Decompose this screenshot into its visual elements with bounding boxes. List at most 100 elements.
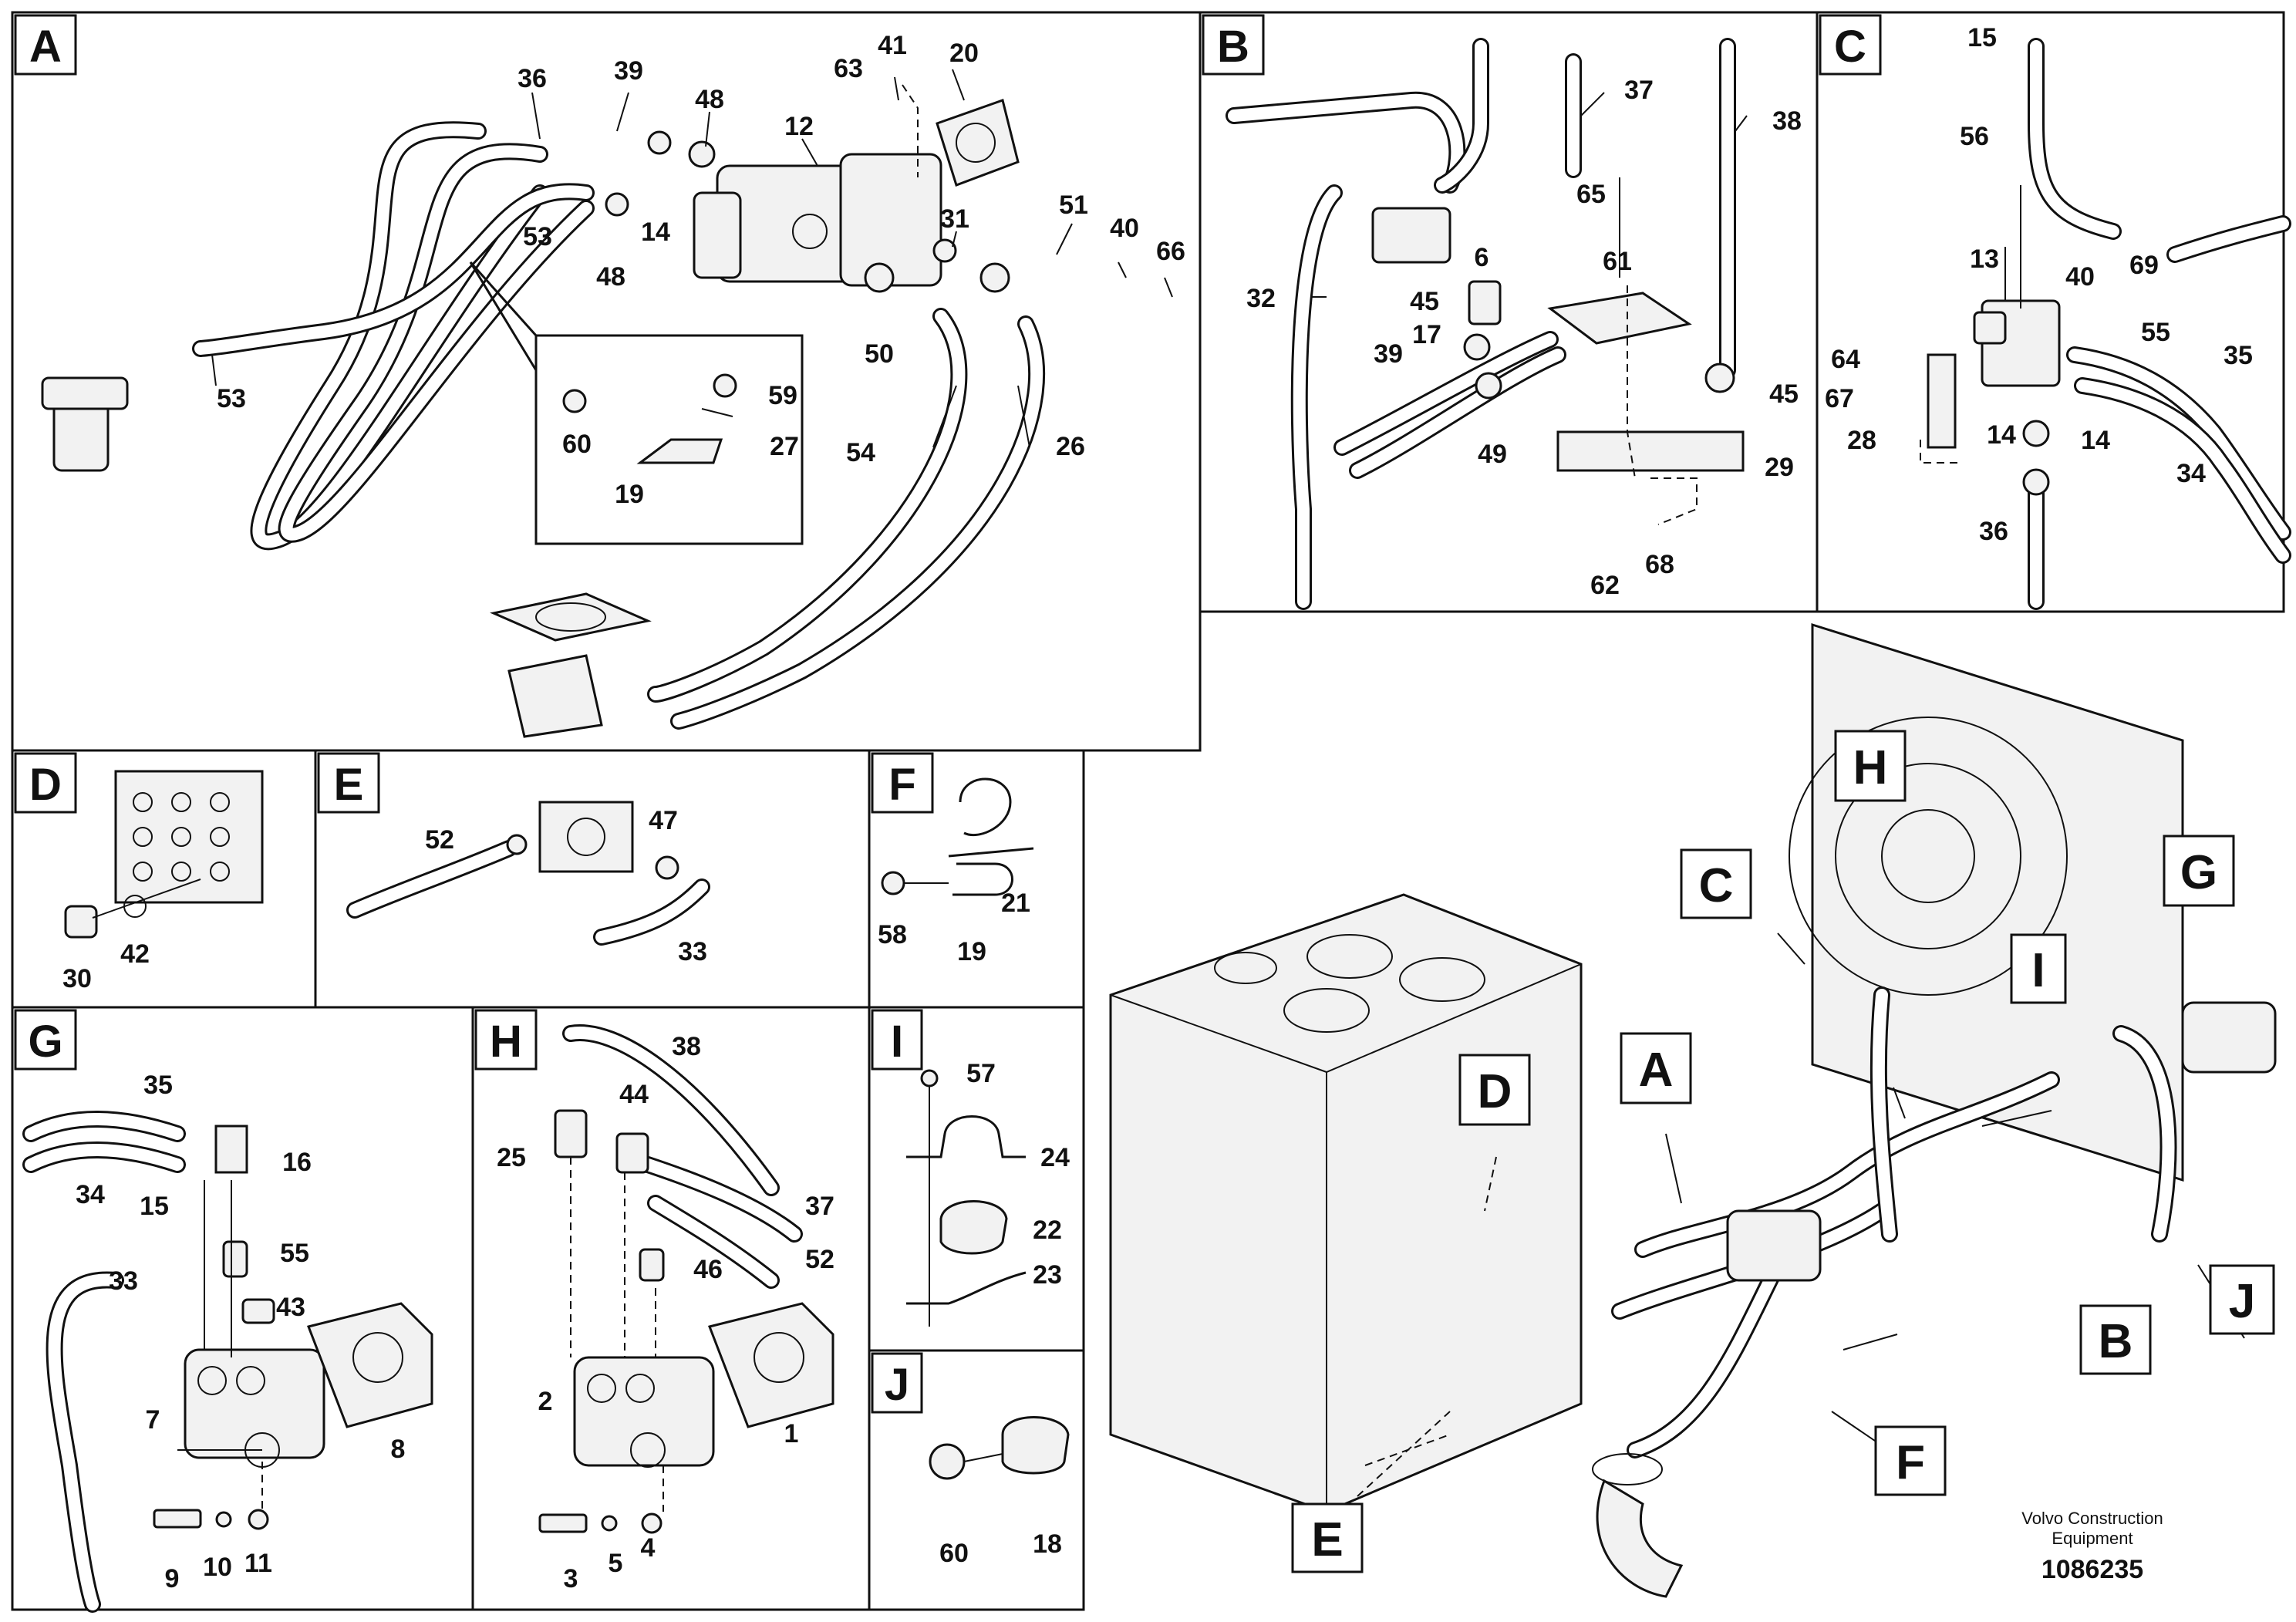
part-label: 50 xyxy=(865,339,894,369)
svg-text:D: D xyxy=(29,760,62,810)
part-label: 42 xyxy=(120,939,150,969)
overview-artwork xyxy=(1109,622,2277,1598)
part-label: 64 xyxy=(1831,345,1860,374)
part-label: 48 xyxy=(596,262,625,292)
part-label: 30 xyxy=(62,964,92,993)
detail-inset xyxy=(534,334,804,545)
part-label: 35 xyxy=(143,1071,173,1100)
svg-text:I: I xyxy=(891,1017,903,1067)
panel-e-frame xyxy=(314,749,871,1009)
part-label: 53 xyxy=(217,384,246,413)
callout-d: D xyxy=(1458,1054,1531,1126)
callout-g: G xyxy=(2163,835,2235,907)
part-label: 40 xyxy=(2065,262,2095,292)
part-label: 66 xyxy=(1156,237,1185,266)
svg-text:H: H xyxy=(490,1017,522,1067)
part-label: 63 xyxy=(834,54,863,83)
panel-b-artwork xyxy=(1226,38,1748,610)
part-label: 32 xyxy=(1246,284,1276,313)
part-label: 56 xyxy=(1960,122,1989,151)
svg-text:F: F xyxy=(1896,1436,1925,1489)
part-label: 47 xyxy=(649,806,678,835)
part-label: 15 xyxy=(1967,23,1997,52)
part-label: 19 xyxy=(957,937,986,966)
svg-text:B: B xyxy=(2099,1315,2133,1368)
part-label: 24 xyxy=(1040,1143,1070,1172)
part-label: 54 xyxy=(846,438,875,467)
part-label: 1 xyxy=(784,1419,799,1448)
panel-i-artwork xyxy=(906,1069,1027,1327)
part-label: 2 xyxy=(538,1387,553,1416)
part-label: 26 xyxy=(1056,432,1085,461)
part-label: 28 xyxy=(1847,426,1876,455)
part-label: 33 xyxy=(109,1266,138,1296)
part-label: 5 xyxy=(609,1549,623,1578)
part-label: 7 xyxy=(146,1405,160,1435)
part-label: 58 xyxy=(878,920,907,949)
part-label: 12 xyxy=(784,112,814,141)
part-label: 65 xyxy=(1576,180,1606,209)
svg-text:A: A xyxy=(29,22,62,72)
part-label: 4 xyxy=(641,1533,656,1563)
part-label: 69 xyxy=(2129,251,2159,280)
callout-b: B xyxy=(2079,1304,2152,1375)
document-number: 1086235 xyxy=(2041,1555,2143,1584)
part-label: 17 xyxy=(1412,320,1441,349)
part-label: 55 xyxy=(2141,318,2170,347)
part-label: 22 xyxy=(1033,1216,1062,1245)
svg-text:H: H xyxy=(1853,741,1888,794)
part-label: 36 xyxy=(518,64,547,93)
part-label: 20 xyxy=(949,39,979,68)
corner-label-j: J xyxy=(871,1352,923,1414)
panel-c-labels: 15 56 13 40 69 64 67 55 35 28 14 14 34 3… xyxy=(1825,23,2253,546)
part-label: 39 xyxy=(1374,339,1403,369)
part-label: 31 xyxy=(940,204,969,234)
part-label: 34 xyxy=(2176,459,2206,488)
part-label: 46 xyxy=(693,1255,723,1284)
panel-b-labels: 37 38 65 6 61 45 17 39 45 49 29 32 62 68 xyxy=(1246,76,1802,600)
panel-j-artwork xyxy=(929,1416,1070,1480)
panel-a-artwork xyxy=(41,69,1173,738)
panel-j-frame xyxy=(868,1349,1085,1611)
overview-callouts: A B C D E F G H I J xyxy=(1291,730,2275,1573)
part-label: 37 xyxy=(1624,76,1654,105)
corner-label-e: E xyxy=(317,752,380,814)
part-label: 23 xyxy=(1033,1260,1062,1290)
credit-line-1: Volvo Construction xyxy=(2021,1509,2163,1528)
part-label: 35 xyxy=(2224,341,2253,370)
svg-text:C: C xyxy=(1834,22,1866,72)
part-label: 53 xyxy=(523,222,552,251)
credit-line-2: Equipment xyxy=(2052,1529,2132,1548)
footer: Volvo Construction Equipment 1086235 xyxy=(2021,1509,2163,1584)
part-label: 18 xyxy=(1033,1529,1062,1559)
svg-text:D: D xyxy=(1478,1065,1512,1118)
callout-c: C xyxy=(1680,848,1752,919)
panel-a-labels: 36 39 48 63 41 20 12 31 51 40 66 53 14 4… xyxy=(217,31,1185,509)
part-label: 14 xyxy=(641,218,670,247)
callout-f: F xyxy=(1874,1425,1947,1496)
part-label: 38 xyxy=(672,1032,701,1061)
panel-h-labels: 38 44 25 37 46 52 2 1 3 5 4 xyxy=(497,1032,834,1593)
part-label: 37 xyxy=(805,1192,834,1221)
panel-j-labels: 60 18 xyxy=(939,1529,1062,1568)
callout-e: E xyxy=(1291,1502,1364,1573)
corner-label-d: D xyxy=(14,752,77,814)
svg-text:A: A xyxy=(1639,1044,1674,1097)
part-label: 29 xyxy=(1765,453,1794,482)
corner-label-c: C xyxy=(1819,14,1882,76)
part-label: 11 xyxy=(244,1549,272,1578)
part-label: 44 xyxy=(619,1080,649,1109)
svg-text:J: J xyxy=(885,1360,909,1410)
panel-c-frame xyxy=(1816,11,2285,613)
corner-label-g: G xyxy=(14,1009,77,1071)
panel-f-artwork xyxy=(881,777,1034,896)
panel-a-frame xyxy=(11,11,1202,752)
panel-f-labels: 58 21 19 xyxy=(878,889,1030,966)
corner-label-a: A xyxy=(14,14,77,76)
part-label: 41 xyxy=(878,31,907,60)
part-label: 40 xyxy=(1110,214,1139,243)
svg-text:G: G xyxy=(2180,846,2217,899)
panel-g-labels: 35 16 34 15 55 43 33 7 8 9 10 11 xyxy=(76,1071,405,1593)
corner-label-h: H xyxy=(474,1009,538,1071)
